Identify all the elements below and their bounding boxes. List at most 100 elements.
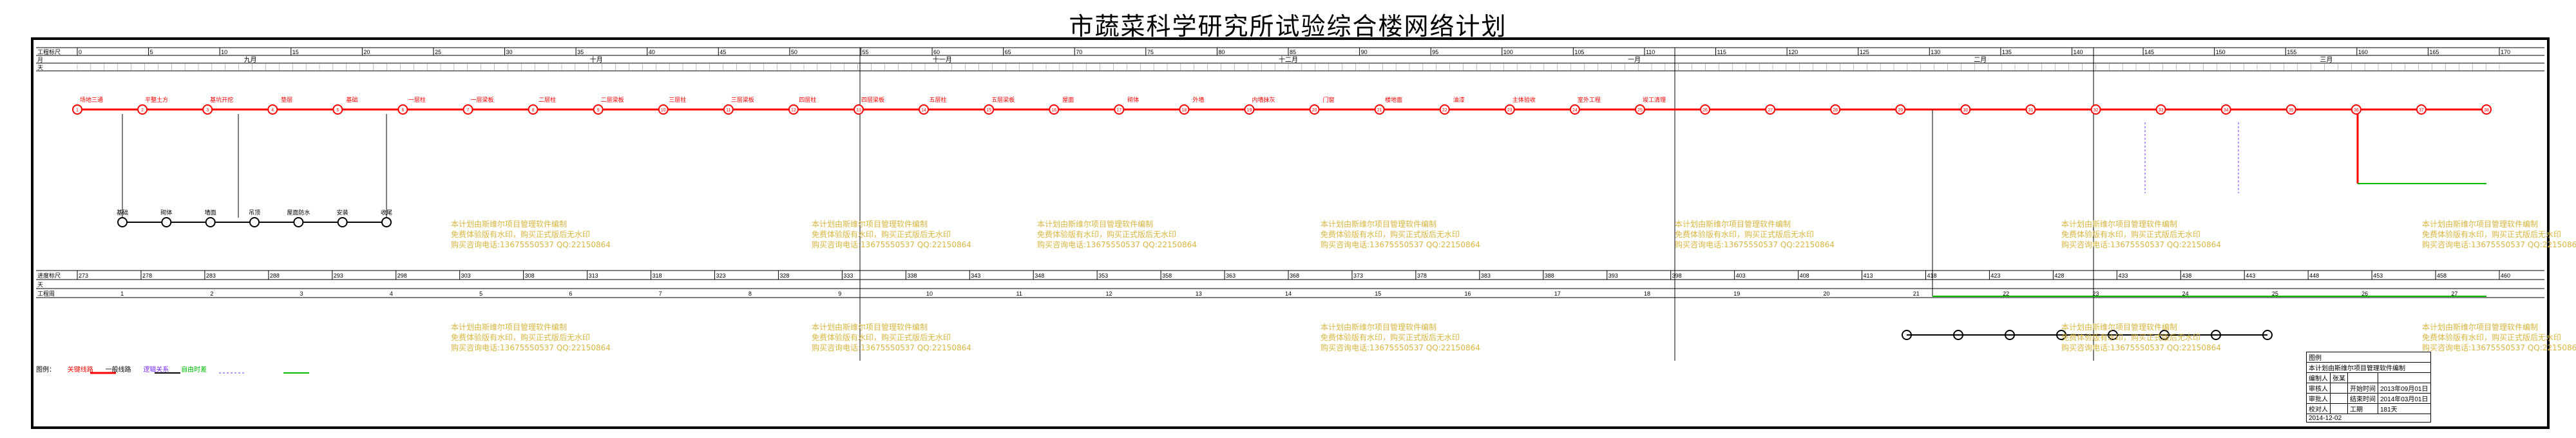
critical-node-label: 31 xyxy=(2028,108,2034,113)
critical-node xyxy=(1765,104,1776,115)
watermark-line: 购买咨询电话:13675550537 QQ:22150864 xyxy=(812,343,971,352)
watermark-line: 购买咨询电话:13675550537 QQ:22150864 xyxy=(1321,240,1480,249)
watermark-1: 本计划由斯维尔项目管理软件编制免费体验版有水印，购买正式版后无水印购买咨询电话:… xyxy=(812,219,971,250)
bottom-tick-label: 358 xyxy=(1162,272,1172,279)
top-tick-label: 20 xyxy=(363,49,370,55)
info-r3c0: 校对人 xyxy=(2306,403,2331,414)
critical-node xyxy=(1700,104,1711,115)
watermark-line: 本计划由斯维尔项目管理软件编制 xyxy=(1037,220,1154,229)
legend: 图例： 关键线路 一般线路 逻辑关系 自由时差 xyxy=(36,364,217,374)
week-label: 25 xyxy=(2272,290,2278,297)
critical-node xyxy=(2090,104,2101,115)
bottom-tick-label: 298 xyxy=(397,272,407,279)
critical-node xyxy=(788,104,799,115)
watermark-line: 本计划由斯维尔项目管理软件编制 xyxy=(2422,323,2539,332)
critical-node-label: 8 xyxy=(532,108,535,113)
bottom-tick-label: 438 xyxy=(2182,272,2191,279)
critical-node-label: 35 xyxy=(2289,108,2294,113)
info-r2c3: 2014年03月01日 xyxy=(2378,393,2431,404)
watermark-3: 本计划由斯维尔项目管理软件编制免费体验版有水印，购买正式版后无水印购买咨询电话:… xyxy=(1321,219,1480,250)
bottom-tick-label: 418 xyxy=(1927,272,1936,279)
info-r0c2 xyxy=(2347,372,2378,383)
top-tick-label: 70 xyxy=(1076,49,1082,55)
watermark-line: 免费体验版有水印，购买正式版后无水印 xyxy=(2061,230,2201,239)
critical-node xyxy=(919,104,930,115)
bottom-tick-label: 393 xyxy=(1608,272,1618,279)
week-label: 20 xyxy=(1824,290,1830,297)
critical-node-label: 29 xyxy=(1898,108,1903,113)
secondary-task-label: 安装 xyxy=(337,209,348,216)
week-label: 7 xyxy=(659,290,662,297)
watermark-line: 免费体验版有水印，购买正式版后无水印 xyxy=(2422,333,2562,342)
week-label: 1 xyxy=(120,290,124,297)
critical-node xyxy=(463,104,473,115)
top-tick-label: 55 xyxy=(862,49,868,55)
info-r1c3: 2013年09月01日 xyxy=(2378,383,2431,394)
bottom-tick-label: 433 xyxy=(2118,272,2128,279)
info-project: 本计划由斯维尔项目管理软件编制 xyxy=(2306,362,2431,373)
watermark-line: 购买咨询电话:13675550537 QQ:22150864 xyxy=(1675,240,1835,249)
info-r1c1 xyxy=(2330,383,2348,394)
info-r1c2: 开始时间 xyxy=(2347,383,2378,394)
watermark-line: 购买咨询电话:13675550537 QQ:22150864 xyxy=(2061,343,2221,352)
week-label: 3 xyxy=(300,290,303,297)
secondary-node xyxy=(249,217,260,227)
top-tick-label: 10 xyxy=(221,49,227,55)
critical-node xyxy=(1374,104,1385,115)
critical-task-label: 外墙 xyxy=(1192,96,1204,103)
critical-node xyxy=(1309,104,1320,115)
critical-node xyxy=(2025,104,2036,115)
bottom-tick-label: 308 xyxy=(525,272,535,279)
watermark-line: 免费体验版有水印，购买正式版后无水印 xyxy=(451,333,591,342)
bottom-tick-label: 348 xyxy=(1035,272,1044,279)
info-r0c1: 张某 xyxy=(2330,372,2348,383)
info-r2c1 xyxy=(2330,393,2348,404)
info-r3c1 xyxy=(2330,403,2348,414)
critical-task-label: 楼地面 xyxy=(1385,96,1402,103)
critical-node xyxy=(723,104,734,115)
watermark-line: 免费体验版有水印，购买正式版后无水印 xyxy=(2061,333,2201,342)
week-label: 14 xyxy=(1285,290,1292,297)
watermark-6: 本计划由斯维尔项目管理软件编制免费体验版有水印，购买正式版后无水印购买咨询电话:… xyxy=(2422,219,2576,250)
critical-node xyxy=(1244,104,1255,115)
top-tick-label: 30 xyxy=(506,49,513,55)
week-label: 9 xyxy=(838,290,841,297)
bottom-tick-label: 328 xyxy=(779,272,789,279)
watermark-line: 免费体验版有水印，购买正式版后无水印 xyxy=(451,230,591,239)
critical-node-label: 17 xyxy=(1116,108,1121,113)
critical-task-label: 内墙抹灰 xyxy=(1252,96,1275,103)
critical-node-label: 30 xyxy=(1963,108,1968,113)
watermark-line: 本计划由斯维尔项目管理软件编制 xyxy=(2061,220,2178,229)
critical-node xyxy=(1895,104,1906,115)
critical-node-label: 26 xyxy=(1703,108,1708,113)
secondary-node xyxy=(293,217,304,227)
week-label: 15 xyxy=(1375,290,1381,297)
month-label: 十一月 xyxy=(933,55,952,64)
critical-node-label: 3 xyxy=(206,108,209,113)
watermark-line: 本计划由斯维尔项目管理软件编制 xyxy=(812,220,928,229)
critical-node xyxy=(2351,104,2361,115)
week-label: 23 xyxy=(2092,290,2099,297)
info-header: 图例 xyxy=(2306,352,2431,363)
bottom-tick-label: 383 xyxy=(1481,272,1491,279)
top-tick-label: 155 xyxy=(2287,49,2296,55)
critical-task-label: 五层柱 xyxy=(930,96,947,103)
top-tick-label: 165 xyxy=(2429,49,2439,55)
watermark-line: 本计划由斯维尔项目管理软件编制 xyxy=(1675,220,1791,229)
label-month: 月 xyxy=(37,57,43,63)
top-tick-label: 135 xyxy=(2002,49,2012,55)
critical-task-label: 三层柱 xyxy=(669,96,686,103)
week-label: 10 xyxy=(926,290,933,297)
critical-task-label: 四层梁板 xyxy=(861,96,884,103)
critical-task-label: 基坑开挖 xyxy=(210,96,233,103)
critical-node xyxy=(593,104,604,115)
watermark-line: 本计划由斯维尔项目管理软件编制 xyxy=(2061,323,2178,332)
watermark-line: 本计划由斯维尔项目管理软件编制 xyxy=(812,323,928,332)
watermark-line: 本计划由斯维尔项目管理软件编制 xyxy=(451,220,568,229)
critical-node-label: 20 xyxy=(1312,108,1317,113)
critical-node-label: 7 xyxy=(467,108,470,113)
bottom-tick-label: 413 xyxy=(1864,272,1873,279)
week-label: 12 xyxy=(1105,290,1112,297)
bottom-tick-label: 373 xyxy=(1353,272,1363,279)
bottom-tick-label: 378 xyxy=(1417,272,1427,279)
